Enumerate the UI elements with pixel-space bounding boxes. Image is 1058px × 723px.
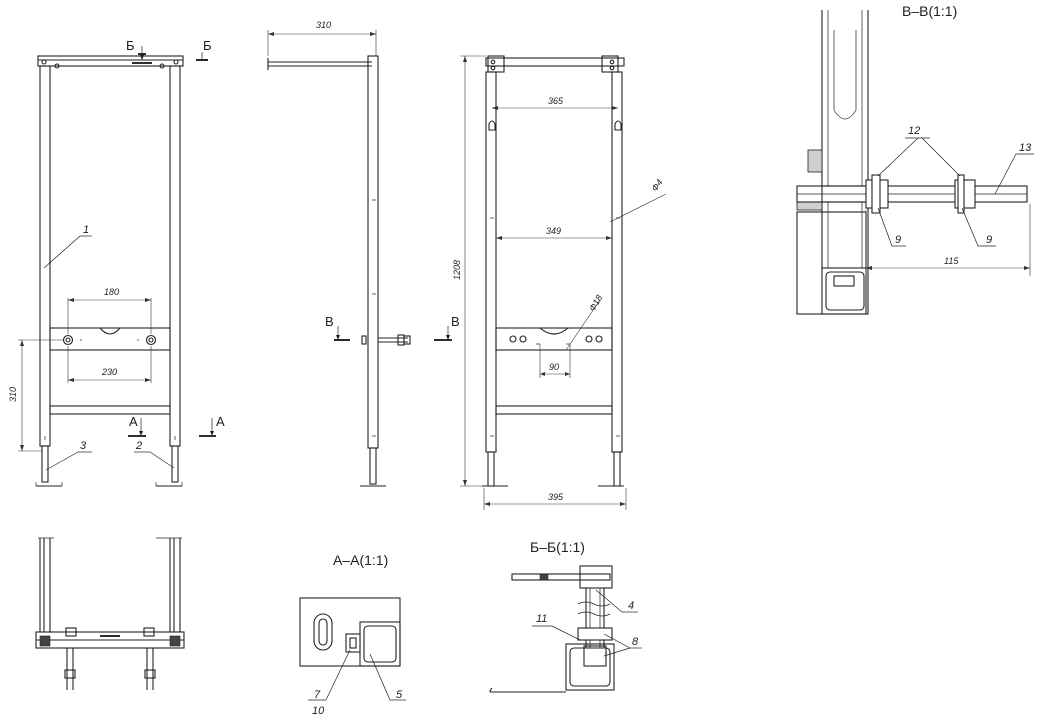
section-mark-a-left: А (129, 414, 138, 429)
section-vv-title: В–В(1:1) (902, 3, 957, 19)
dim-310-left: 310 (8, 387, 18, 402)
dim-349: 349 (546, 226, 561, 236)
callout-13: 13 (1019, 142, 1032, 154)
callout-2: 2 (135, 440, 142, 452)
callout-7: 7 (314, 689, 321, 701)
plan-view (35, 537, 185, 690)
callout-10: 10 (312, 705, 325, 717)
dim-395: 395 (548, 492, 564, 502)
dim-180: 180 (104, 287, 119, 297)
callout-9b: 9 (986, 234, 992, 246)
callout-4: 4 (628, 600, 634, 612)
section-mark-b-right: Б (203, 38, 212, 53)
section-aa: А–А(1:1) 7 10 5 (299, 552, 406, 717)
callout-9a: 9 (895, 234, 901, 246)
dim-365: 365 (548, 96, 564, 106)
callout-5: 5 (396, 689, 403, 701)
callout-8: 8 (632, 636, 639, 648)
callout-12: 12 (908, 125, 920, 137)
section-mark-a-right: А (216, 414, 225, 429)
dim-230: 230 (101, 367, 117, 377)
dim-310-top: 310 (316, 20, 331, 30)
front-view-dimensioned: 365 349 Ф4 Ф18 90 1208 395 (452, 55, 667, 510)
section-bb: Б–Б(1:1) 4 11 8 (489, 539, 642, 693)
section-mark-v-right: В (451, 314, 460, 329)
section-vv: В–В(1:1) 115 12 (796, 3, 1034, 315)
callout-3: 3 (80, 440, 87, 452)
callout-11: 11 (536, 613, 547, 625)
dim-1208: 1208 (452, 260, 462, 280)
dim-phi18: Ф18 (587, 293, 604, 313)
dim-115: 115 (944, 256, 959, 266)
dim-phi4: Ф4 (649, 177, 664, 193)
dim-90: 90 (549, 362, 559, 372)
section-aa-title: А–А(1:1) (333, 552, 388, 568)
section-mark-b-left: Б (126, 38, 135, 53)
front-view: 180 230 310 1 3 2 Б Б А (8, 38, 225, 487)
callout-1: 1 (83, 224, 89, 236)
section-bb-title: Б–Б(1:1) (530, 539, 585, 555)
side-view: 310 В В (267, 20, 460, 487)
section-mark-v-left: В (325, 314, 334, 329)
